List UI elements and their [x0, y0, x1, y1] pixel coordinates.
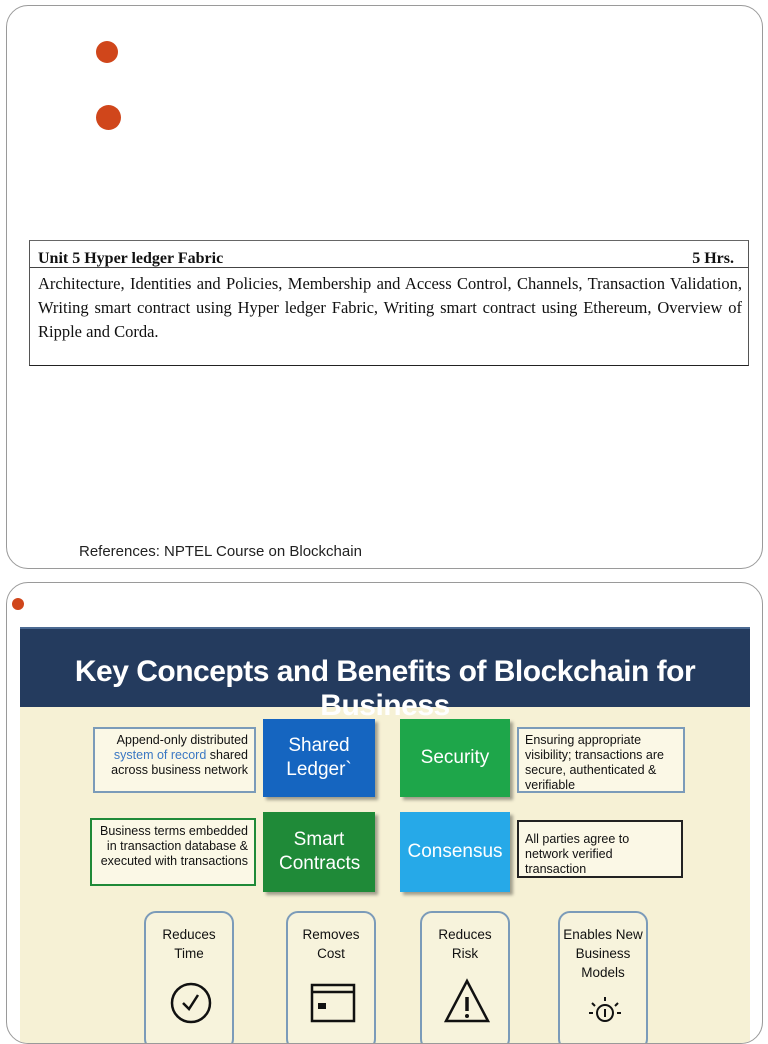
- bullet-1: [96, 41, 118, 63]
- bullet-2: [96, 105, 121, 130]
- consensus-tile: Consensus: [400, 812, 510, 892]
- benefit-enables-new-business-models: Enables New Business Models: [558, 911, 648, 1043]
- benefit-reduces-risk: Reduces Risk: [420, 911, 510, 1043]
- syllabus-table: Unit 5 Hyper ledger Fabric 5 Hrs. Archit…: [29, 240, 749, 366]
- benefit-removes-cost: Removes Cost: [286, 911, 376, 1043]
- system-of-record-text: system of record: [113, 748, 207, 762]
- warning-triangle-icon: [443, 978, 491, 1023]
- title-bar: Key Concepts and Benefits of Blockchain …: [20, 627, 750, 722]
- security-description: Ensuring appropriate visibility; transac…: [517, 727, 685, 793]
- slide-2: Key Concepts and Benefits of Blockchain …: [6, 582, 763, 1044]
- consensus-description: All parties agree to network verified tr…: [517, 820, 683, 878]
- syllabus-header: Unit 5 Hyper ledger Fabric 5 Hrs.: [30, 241, 748, 268]
- clock-check-icon: [170, 982, 212, 1024]
- cost-window-icon: [310, 983, 356, 1023]
- shared-ledger-description: Append-only distributed system of record…: [93, 727, 256, 793]
- embedded-slide-image: Key Concepts and Benefits of Blockchain …: [20, 627, 750, 1043]
- references-text: References: NPTEL Course on Blockchain: [79, 543, 362, 560]
- smart-contracts-description: Business terms embedded in transaction d…: [90, 818, 256, 886]
- shared-ledger-tile: Shared Ledger`: [263, 719, 375, 797]
- lightbulb-icon: [589, 997, 621, 1022]
- bullet-3: [12, 598, 24, 610]
- unit-title: Unit 5 Hyper ledger Fabric: [38, 250, 224, 267]
- benefit-reduces-time: Reduces Time: [144, 911, 234, 1043]
- unit-hours: 5 Hrs.: [692, 250, 734, 267]
- unit-content: Architecture, Identities and Policies, M…: [38, 274, 742, 341]
- slide-1: Unit 5 Hyper ledger Fabric 5 Hrs. Archit…: [6, 5, 763, 569]
- security-tile: Security: [400, 719, 510, 797]
- smart-contracts-tile: Smart Contracts: [263, 812, 375, 892]
- slide-title: Key Concepts and Benefits of Blockchain …: [74, 655, 696, 722]
